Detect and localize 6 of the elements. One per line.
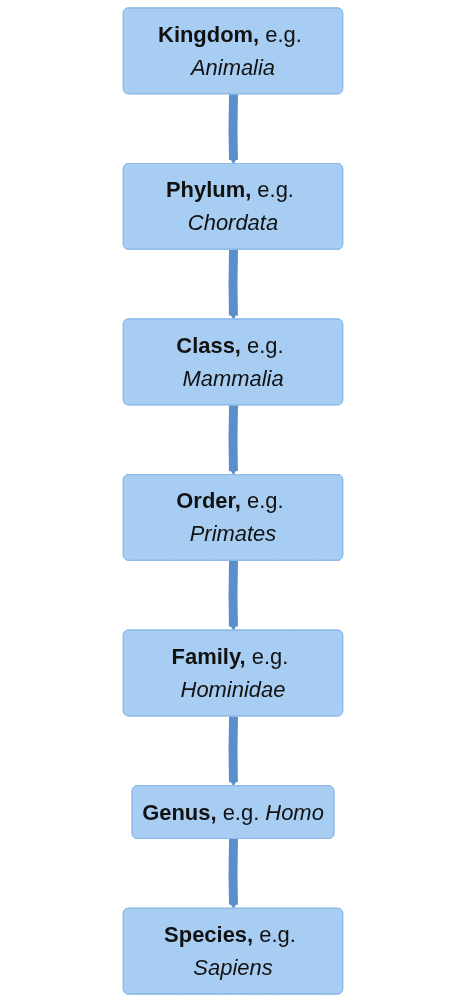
arrow [228,838,238,910]
arrow [228,716,238,787]
arrow [228,249,238,320]
arrow [228,94,238,165]
arrow [228,405,238,476]
arrow [228,560,238,631]
